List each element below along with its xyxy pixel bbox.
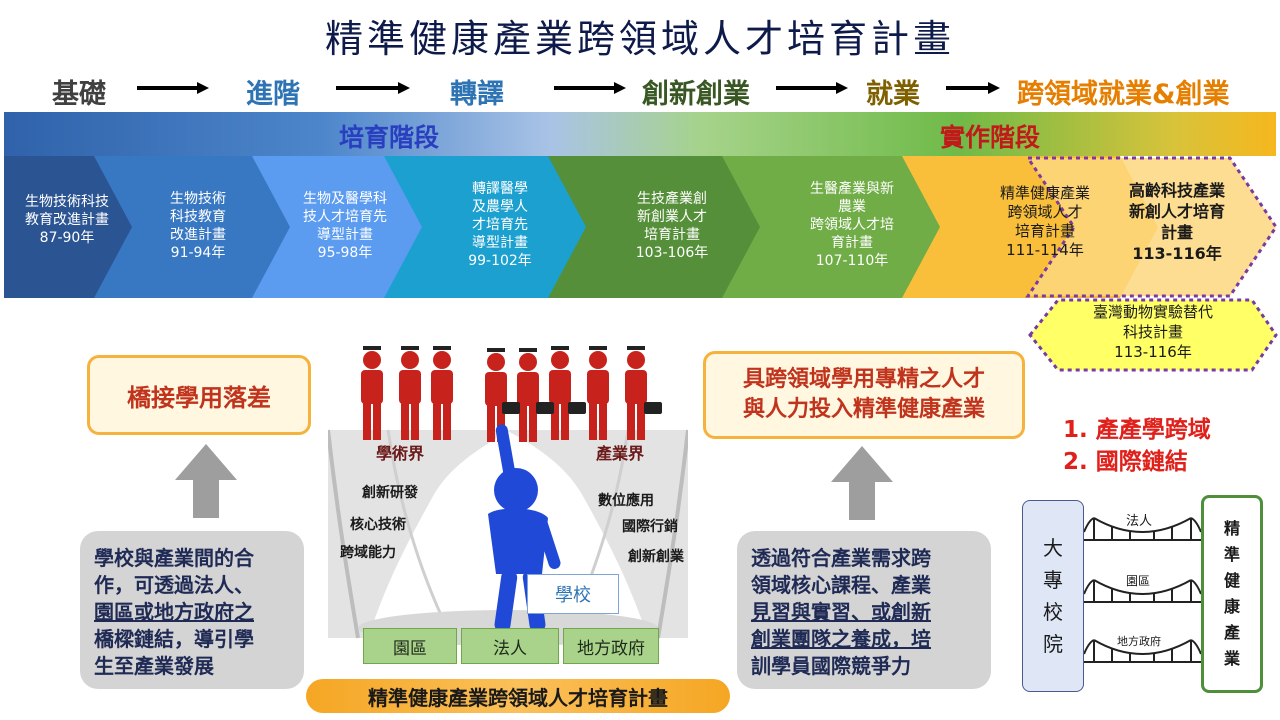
arrow-up-icon: [831, 446, 893, 520]
industry-label: 產業界: [596, 444, 645, 463]
academia-item-1: 創新研發: [362, 485, 418, 501]
industry-item-3: 創新創業: [628, 549, 684, 565]
chevron-2: [94, 156, 296, 298]
phase-bar: [4, 112, 1276, 156]
key-points: 1. 產產學跨域 2. 國際鏈結: [1063, 414, 1211, 478]
left-description: 學校與產業間的合 作，可透過法人、 園區或地方政府之 橋樑鏈結，導引學 生至產業…: [80, 531, 304, 689]
program-9-shape: [1028, 298, 1278, 372]
school-box: 學校: [527, 574, 619, 614]
university-box: 大專校院: [1022, 500, 1084, 692]
bridge-label-institute: 法人: [1126, 514, 1153, 529]
base-local-government: 地方政府: [563, 628, 659, 664]
left-callout: 橋接學用落差: [87, 355, 311, 435]
industry-item-2: 國際行銷: [622, 519, 678, 535]
academia-label: 學術界: [376, 444, 425, 463]
arrow-right-icon: [946, 82, 1000, 94]
key-point-1: 1. 產產學跨域: [1063, 417, 1211, 443]
chevron-6: [722, 156, 946, 298]
bottom-banner: 精準健康產業跨領域人才培育計畫: [306, 679, 730, 713]
arrow-right-icon: [776, 82, 848, 94]
base-park: 園區: [363, 628, 457, 664]
stage-cross-domain: 跨領域就業&創業: [1017, 79, 1230, 110]
bridge-label-local-government: 地方政府: [1117, 635, 1161, 648]
stage-employment: 就業: [866, 79, 920, 110]
arrow-right-icon: [336, 82, 410, 94]
bridge-icon: [1084, 579, 1201, 603]
base-institute: 法人: [461, 628, 559, 664]
chevron-5: [548, 156, 766, 298]
phase-cultivation: 培育階段: [339, 123, 440, 152]
bridge-links: [1084, 517, 1201, 663]
stage-translation: 轉譯: [450, 79, 504, 110]
arrow-right-icon: [137, 82, 209, 94]
arrow-up-icon: [175, 444, 237, 518]
academia-item-3: 跨域能力: [340, 545, 396, 561]
key-point-2: 2. 國際鏈結: [1063, 449, 1188, 475]
phase-practice: 實作階段: [940, 123, 1041, 152]
arrow-right-icon: [554, 82, 626, 94]
industry-item-1: 數位應用: [598, 493, 654, 509]
academia-item-2: 核心技術: [350, 517, 406, 533]
chevron-1: [4, 156, 138, 298]
industry-box: 精準健康產業: [1201, 495, 1263, 693]
bridge-label-park: 園區: [1126, 574, 1151, 588]
bridge-icon: [1084, 517, 1201, 541]
chevron-4: [384, 156, 602, 298]
right-callout: 具跨領域學用專精之人才與人力投入精準健康產業: [703, 351, 1025, 439]
collaboration-illustration: [328, 346, 688, 646]
program-timeline: [4, 156, 1278, 298]
chevron-8: [1025, 156, 1278, 298]
right-description: 透過符合產業需求跨 領域核心課程、產業 見習與實習、或創新 創業團隊之養成，培 …: [737, 531, 991, 689]
stage-innovation: 創新創業: [642, 79, 750, 110]
page-title: 精準健康產業跨領域人才培育計畫: [324, 17, 955, 61]
stage-basic: 基礎: [52, 79, 106, 110]
bridge-icon: [1084, 639, 1201, 663]
stage-advanced: 進階: [246, 79, 300, 110]
